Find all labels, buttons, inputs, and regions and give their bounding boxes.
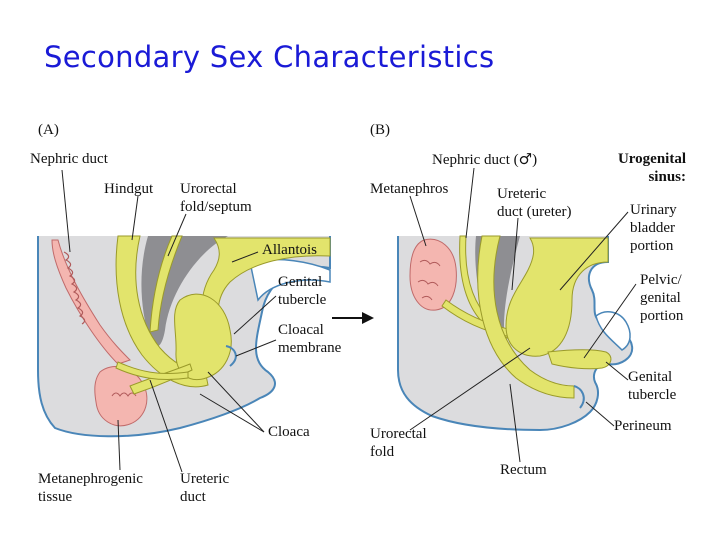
label-genital-b-1: Genital <box>628 369 673 385</box>
label-ureteric-a-2: duct <box>180 489 206 505</box>
label-pelvic-3: portion <box>640 308 684 324</box>
panel-arrow <box>332 312 374 324</box>
label-allantois: Allantois <box>262 242 317 258</box>
label-urinary-1: Urinary <box>630 202 677 218</box>
panel-a-illustration <box>36 230 332 438</box>
label-ureteric-b-2: duct (ureter) <box>497 204 572 220</box>
label-urogenital-1: Urogenital <box>617 151 686 167</box>
label-urinary-3: portion <box>630 238 674 254</box>
label-urorectal-b-1: Urorectal <box>370 426 427 442</box>
panel-a-leader-lines <box>61 169 277 473</box>
label-urorectal-b-2: fold <box>370 444 395 460</box>
label-metanephrogenic-2: tissue <box>38 489 73 505</box>
label-cloaca: Cloaca <box>268 424 310 440</box>
label-metanephros: Metanephros <box>370 181 449 197</box>
label-genital-a-1: Genital <box>278 274 323 290</box>
label-genital-b-2: tubercle <box>628 387 677 403</box>
label-urorectal-a-2: fold/septum <box>180 199 252 215</box>
panel-b-leader-lines <box>409 167 637 463</box>
panel-b-metanephros <box>409 238 457 311</box>
panel-a-hindgut-tube <box>115 235 209 388</box>
label-pelvic-1: Pelvic/ <box>640 272 682 288</box>
label-ureteric-b-1: Ureteric <box>497 186 547 202</box>
label-cloacal-1: Cloacal <box>278 322 324 338</box>
label-nephric-duct-b-close: ) <box>532 152 538 168</box>
label-metanephrogenic-1: Metanephrogenic <box>38 471 143 487</box>
label-genital-a-2: tubercle <box>278 292 327 308</box>
label-urinary-2: bladder <box>630 220 675 236</box>
label-nephric-duct-a: Nephric duct <box>30 151 108 167</box>
panel-a-cloaca <box>174 293 232 380</box>
panel-b-illustration <box>396 230 634 432</box>
label-rectum: Rectum <box>500 462 547 478</box>
panel-b-pelvic-portion <box>547 349 612 370</box>
label-perineum: Perineum <box>614 418 672 434</box>
label-cloacal-2: membrane <box>278 340 342 356</box>
slide-title: Secondary Sex Characteristics <box>44 40 495 74</box>
panel-a-letter: (A) <box>38 122 59 138</box>
label-nephric-duct-b: Nephric duct (♂) <box>432 151 537 169</box>
label-pelvic-2: genital <box>640 290 681 306</box>
label-urogenital-2: sinus: <box>648 169 686 185</box>
panel-b-letter: (B) <box>370 122 390 138</box>
male-symbol-icon: ♂ <box>518 150 533 168</box>
label-nephric-duct-b-text: Nephric duct ( <box>432 152 519 168</box>
label-hindgut: Hindgut <box>104 181 154 197</box>
label-urorectal-a-1: Urorectal <box>180 181 237 197</box>
panel-b-bladder <box>505 237 609 357</box>
label-ureteric-a-1: Ureteric <box>180 471 230 487</box>
